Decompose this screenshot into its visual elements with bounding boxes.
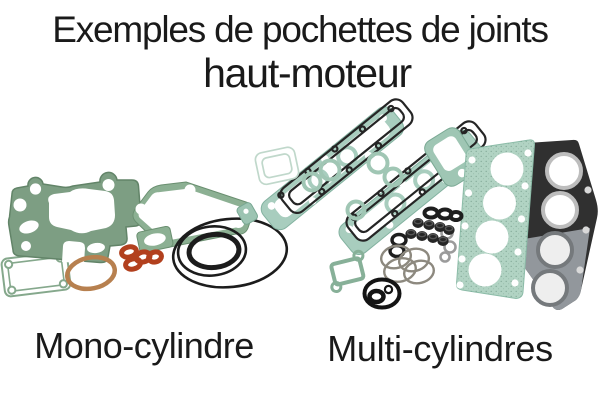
svg-text:Mono-cylindre: Mono-cylindre bbox=[34, 325, 254, 366]
svg-text:Exemples de pochettes de joint: Exemples de pochettes de joints bbox=[52, 9, 548, 50]
svg-text:Multi-cylindres: Multi-cylindres bbox=[327, 328, 553, 369]
svg-text:haut-moteur: haut-moteur bbox=[203, 50, 411, 96]
